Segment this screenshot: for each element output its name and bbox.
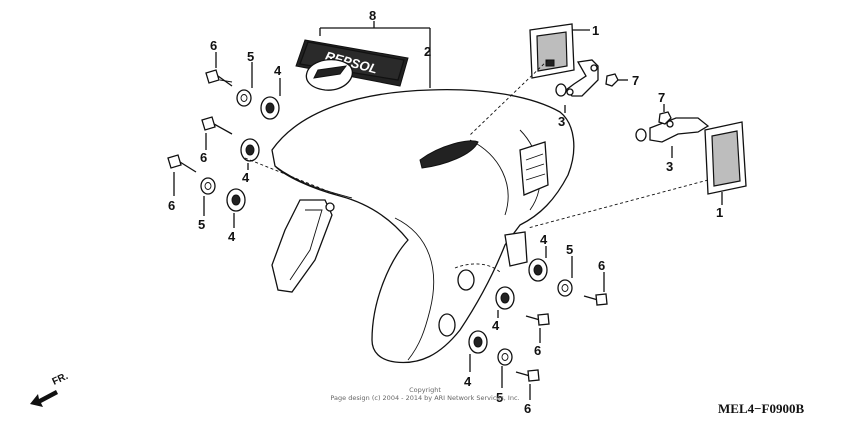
reflector-top[interactable]: [529, 23, 575, 79]
grommet-4-left-3[interactable]: [226, 188, 246, 212]
grommet-4-right-3[interactable]: [468, 330, 488, 354]
bolt-7-right[interactable]: [658, 111, 672, 125]
repsol-emblem[interactable]: REPSOL: [295, 39, 409, 91]
callout-1-right[interactable]: 1: [716, 205, 723, 220]
collar-right[interactable]: [635, 128, 647, 142]
front-direction-arrow-icon: [30, 390, 58, 407]
front-direction-label: FR.: [51, 371, 70, 388]
bolt-6-left-3[interactable]: [167, 154, 197, 173]
callout-4-left-2[interactable]: 4: [242, 170, 250, 185]
bolt-7-top[interactable]: [605, 73, 619, 87]
bolt-6-left-1[interactable]: [205, 69, 233, 87]
collar-5-right-2[interactable]: [497, 348, 513, 366]
copyright-line-1: Copyright: [409, 386, 441, 394]
front-fender[interactable]: [271, 89, 575, 364]
callout-6-left-1[interactable]: 6: [210, 38, 217, 53]
callout-1-top[interactable]: 1: [592, 23, 599, 38]
collar-5-left-2[interactable]: [200, 177, 216, 195]
callout-7-top[interactable]: 7: [632, 73, 639, 88]
grommet-4-right-2[interactable]: [495, 286, 515, 310]
callout-bracket-8-2: [319, 21, 431, 88]
bolt-6-right-1[interactable]: [583, 293, 608, 306]
callout-3-right[interactable]: 3: [666, 159, 673, 174]
callout-8[interactable]: 8: [369, 8, 376, 23]
callout-7-right[interactable]: 7: [658, 90, 665, 105]
grommet-4-left-1[interactable]: [260, 96, 280, 120]
callout-4-right-2[interactable]: 4: [492, 318, 500, 333]
callout-6-left-3[interactable]: 6: [168, 198, 175, 213]
reflector-right[interactable]: [704, 121, 747, 195]
stay-bracket-top[interactable]: [565, 59, 599, 97]
grommet-4-left-2[interactable]: [240, 138, 260, 162]
collar-5-right-1[interactable]: [557, 279, 573, 297]
callout-4-left-1[interactable]: 4: [274, 63, 282, 78]
callout-6-right-1[interactable]: 6: [598, 258, 605, 273]
callout-5-right-1[interactable]: 5: [566, 242, 573, 257]
callout-3-top[interactable]: 3: [558, 114, 565, 129]
grommet-4-right-1[interactable]: [528, 258, 548, 282]
callout-6-right-3[interactable]: 6: [524, 401, 531, 416]
callout-6-right-2[interactable]: 6: [534, 343, 541, 358]
callout-5-left-1[interactable]: 5: [247, 49, 254, 64]
copyright-line-2: Page design (c) 2004 - 2014 by ARI Netwo…: [330, 394, 519, 402]
callout-5-left-2[interactable]: 5: [198, 217, 205, 232]
diagram-code: MEL4−F0900B: [718, 401, 804, 416]
callout-4-right-3[interactable]: 4: [464, 374, 472, 389]
collar-5-left-1[interactable]: [236, 89, 252, 107]
bolt-6-left-2[interactable]: [201, 116, 233, 135]
callout-4-right-1[interactable]: 4: [540, 232, 548, 247]
bolt-6-right-3[interactable]: [515, 369, 540, 382]
collar-top[interactable]: [555, 83, 567, 97]
callout-4-left-3[interactable]: 4: [228, 229, 236, 244]
callout-6-left-2[interactable]: 6: [200, 150, 207, 165]
fender-stay-left[interactable]: [271, 199, 335, 293]
callout-2[interactable]: 2: [424, 44, 431, 59]
callout-5-right-2[interactable]: 5: [496, 390, 503, 405]
bolt-6-right-2[interactable]: [525, 313, 550, 326]
